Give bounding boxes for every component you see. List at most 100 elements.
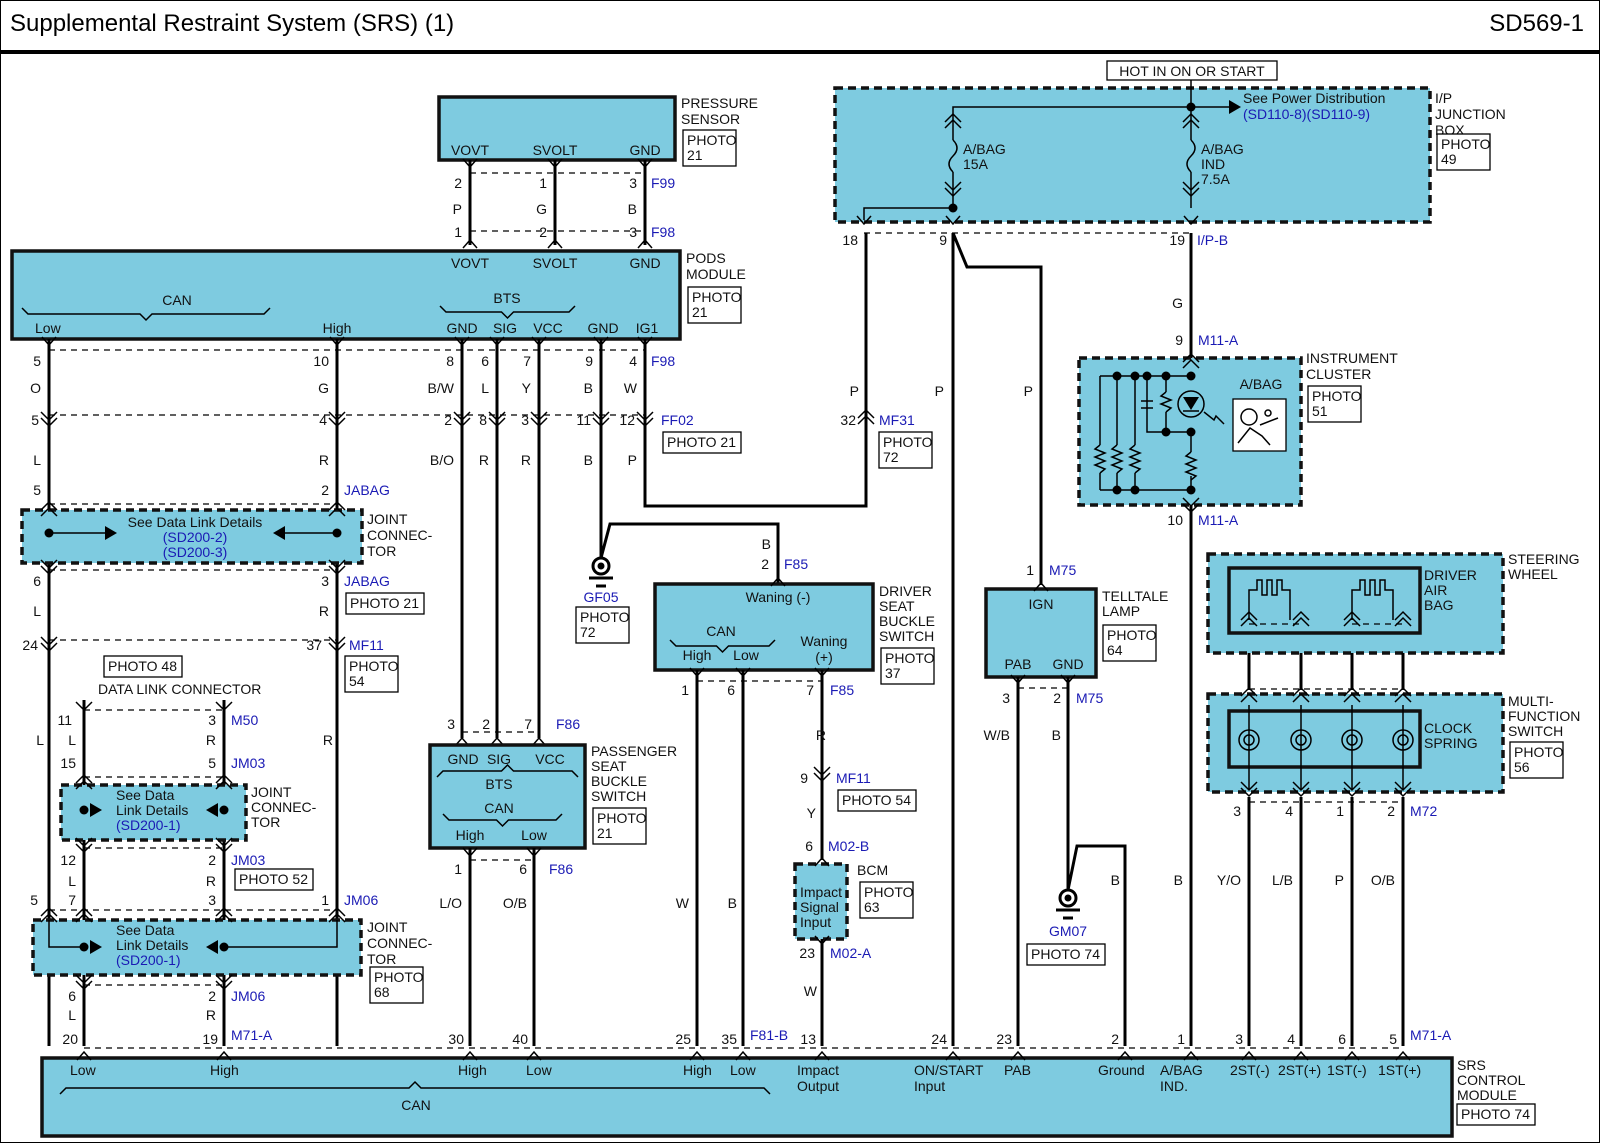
photo-ref-label: PHOTO 48 bbox=[108, 658, 177, 674]
pin-number: 5 bbox=[33, 353, 41, 369]
pin-number: 8 bbox=[479, 412, 487, 428]
connector-id: F85 bbox=[830, 682, 854, 698]
srs-terminal-label: 2ST(-) bbox=[1230, 1062, 1270, 1078]
can-brace bbox=[21, 307, 271, 322]
terminal-label: Low bbox=[35, 320, 62, 336]
multifunction-switch-name: SWITCH bbox=[1508, 723, 1563, 739]
connector-female bbox=[75, 843, 93, 854]
photo-ref-label: PHOTO bbox=[597, 810, 647, 826]
connector-id: M75 bbox=[1076, 690, 1103, 706]
fuse-label: A/BAG bbox=[963, 141, 1006, 157]
arrow-icon bbox=[206, 803, 218, 817]
pin-number: 40 bbox=[512, 1031, 528, 1047]
photo-ref-label: PHOTO bbox=[580, 609, 630, 625]
connector-female bbox=[75, 779, 93, 790]
wire-color: L bbox=[36, 732, 44, 748]
connector-female bbox=[75, 773, 93, 784]
pin-number: 3 bbox=[629, 175, 637, 191]
wire-color: R bbox=[319, 452, 329, 468]
pin-number: 30 bbox=[448, 1031, 464, 1047]
pin-number: 3 bbox=[208, 712, 216, 728]
pin-number: 1 bbox=[1336, 803, 1344, 819]
pin-terminal bbox=[1293, 1050, 1309, 1061]
wire-color: R bbox=[479, 452, 489, 468]
pin-number: 32 bbox=[840, 412, 856, 428]
connector-id: JM03 bbox=[231, 852, 265, 868]
pin-terminal bbox=[1395, 1050, 1411, 1061]
pin-terminal bbox=[462, 238, 478, 249]
junction-dot bbox=[79, 805, 89, 815]
pressure-sensor-photo bbox=[682, 129, 737, 167]
driver-seat-buckle-switch bbox=[653, 582, 875, 672]
connector-female bbox=[328, 906, 346, 917]
pin-number: 37 bbox=[306, 637, 322, 653]
resistor-icon bbox=[1183, 451, 1199, 481]
connector-female bbox=[1343, 616, 1361, 627]
arrow-icon bbox=[1229, 100, 1241, 114]
pin-number: 1 bbox=[1177, 1031, 1185, 1047]
can-brace bbox=[442, 813, 563, 828]
pin-number: 1 bbox=[539, 175, 547, 191]
srs-module-name: CONTROL bbox=[1457, 1072, 1526, 1088]
clock-spring-coil-icon bbox=[1243, 734, 1255, 746]
connector-female bbox=[1182, 497, 1200, 508]
see-data-link-label: Link Details bbox=[116, 802, 188, 818]
pin-terminal bbox=[547, 158, 563, 169]
pin-number: 23 bbox=[799, 945, 815, 961]
pin-number: 6 bbox=[33, 573, 41, 589]
connector-id: FF02 bbox=[661, 412, 694, 428]
pin-number: 6 bbox=[68, 988, 76, 1004]
connector-id: M11-A bbox=[1198, 512, 1239, 528]
connector-id: JM06 bbox=[231, 988, 265, 1004]
bcm-terminal-label: Impact bbox=[800, 884, 842, 900]
pin-number: 19 bbox=[202, 1031, 218, 1047]
pin-number: 5 bbox=[31, 412, 39, 428]
pods-module-photo bbox=[687, 286, 742, 324]
terminal-label: GND bbox=[629, 142, 660, 158]
pin-number: 5 bbox=[33, 482, 41, 498]
pin-number: 12 bbox=[619, 412, 635, 428]
clock-spring bbox=[1227, 709, 1422, 769]
ground-center bbox=[1064, 894, 1072, 902]
driver-airbag-name: AIR bbox=[1424, 582, 1447, 598]
clock-spring-name: CLOCK bbox=[1424, 720, 1473, 736]
srs-terminal-label: High bbox=[683, 1062, 712, 1078]
pin-number: 7 bbox=[524, 716, 532, 732]
wire-color: Y/O bbox=[1217, 872, 1241, 888]
pin-number: 8 bbox=[446, 353, 454, 369]
pin-number: 9 bbox=[939, 232, 947, 248]
connector-id: M02-B bbox=[828, 838, 869, 854]
wire-color: P bbox=[850, 383, 859, 399]
led-icon bbox=[1183, 397, 1199, 410]
pin-terminal bbox=[75, 701, 93, 712]
srs-terminal-label: Ground bbox=[1098, 1062, 1145, 1078]
wire-color: B bbox=[584, 452, 593, 468]
ip-junction-box-name: JUNCTION bbox=[1435, 106, 1506, 122]
multifunction-switch-name: FUNCTION bbox=[1508, 708, 1580, 724]
dlc-label: DATA LINK CONNECTOR bbox=[98, 681, 261, 697]
wire-color: L bbox=[68, 1007, 76, 1023]
fuse-label: A/BAG bbox=[1201, 141, 1244, 157]
pin-number: 3 bbox=[521, 412, 529, 428]
srs-terminal-label: 1ST(+) bbox=[1378, 1062, 1421, 1078]
wire-color: R bbox=[816, 727, 826, 743]
connector-female bbox=[75, 837, 93, 848]
pin-terminal bbox=[1033, 581, 1049, 592]
connector-female bbox=[40, 559, 58, 570]
clock-spring-coil-icon bbox=[1290, 729, 1312, 751]
pin-number: 3 bbox=[321, 573, 329, 589]
pin-terminal bbox=[1117, 1050, 1133, 1061]
wire-color: P bbox=[453, 201, 462, 217]
pin-terminal bbox=[1183, 215, 1199, 226]
connector-id: F98 bbox=[651, 353, 675, 369]
connector-female bbox=[40, 506, 58, 517]
connector-female bbox=[215, 974, 233, 985]
wire-color: G bbox=[1172, 295, 1183, 311]
srs-photo bbox=[1456, 1103, 1536, 1126]
connector-female bbox=[40, 912, 58, 923]
terminal-label: GND bbox=[447, 751, 478, 767]
connector-female bbox=[1394, 787, 1412, 798]
ref-link: (SD200-2) bbox=[163, 529, 228, 545]
pin-terminal bbox=[1010, 1050, 1026, 1061]
ref-link: (SD200-1) bbox=[116, 817, 181, 833]
